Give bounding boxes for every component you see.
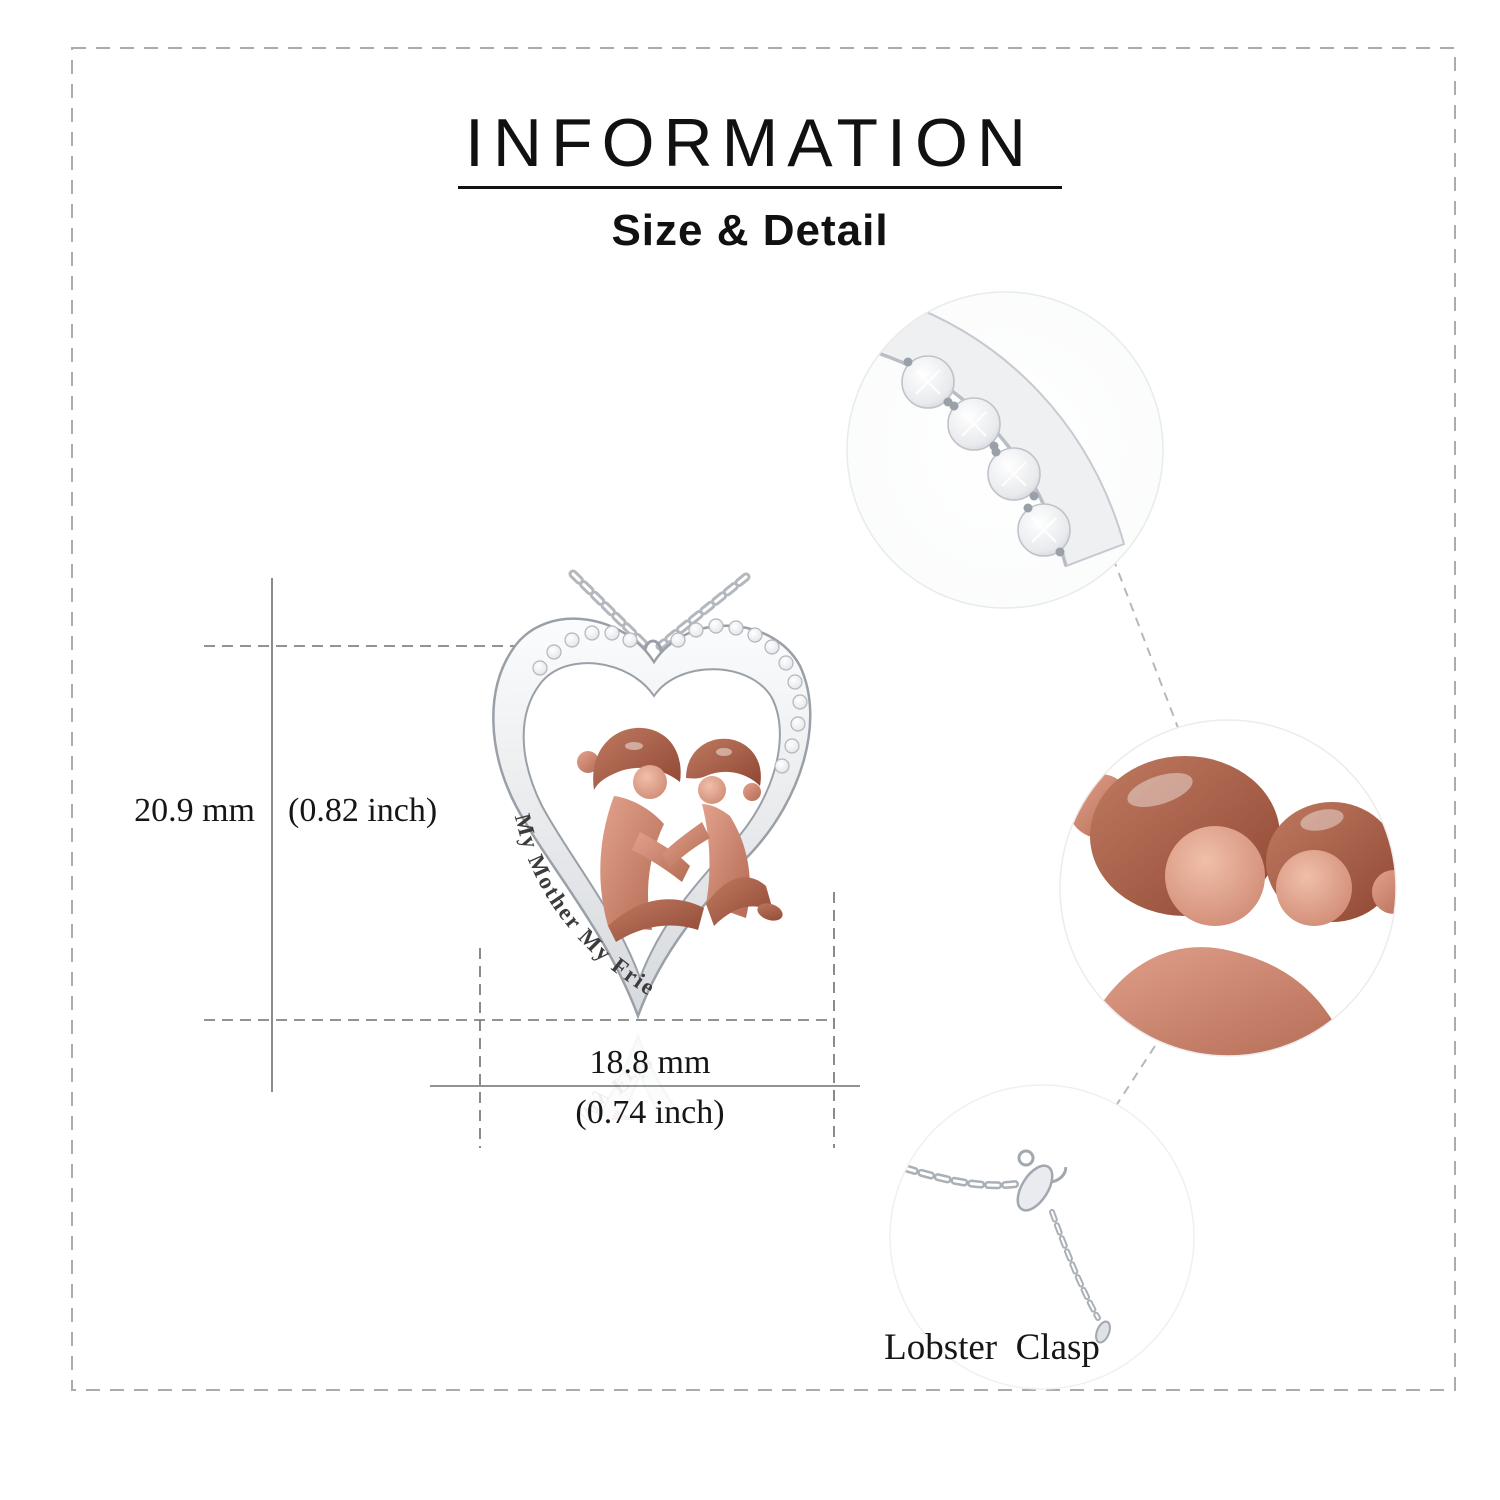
lobster-clasp-label: Lobster Clasp — [884, 1327, 1100, 1368]
mother-bun — [577, 751, 599, 773]
page-subtitle: Size & Detail — [611, 206, 889, 255]
rose-gold-figures-zoom-icon — [1059, 719, 1397, 1057]
width-mm-label: 18.8 mm — [589, 1044, 711, 1081]
cz-stones-zoom-icon — [846, 291, 1164, 609]
child-pigtail — [743, 783, 761, 801]
lobster-clasp-shape — [1016, 1164, 1068, 1212]
dashed-border — [71, 47, 1456, 1391]
lobster-clasp-zoom-icon — [889, 1084, 1195, 1390]
title-underline — [458, 186, 1062, 189]
child-figure — [662, 738, 783, 926]
connector-top-mid — [1112, 557, 1181, 734]
cz-stones — [532, 618, 808, 774]
width-inch-label: (0.74 inch) — [575, 1094, 725, 1131]
page-title: INFORMATION — [465, 105, 1035, 181]
child-shoe — [757, 903, 783, 921]
height-mm-label: 20.9 mm — [134, 792, 255, 829]
mother-figure — [577, 727, 704, 942]
height-inch-label: (0.82 inch) — [288, 792, 438, 829]
